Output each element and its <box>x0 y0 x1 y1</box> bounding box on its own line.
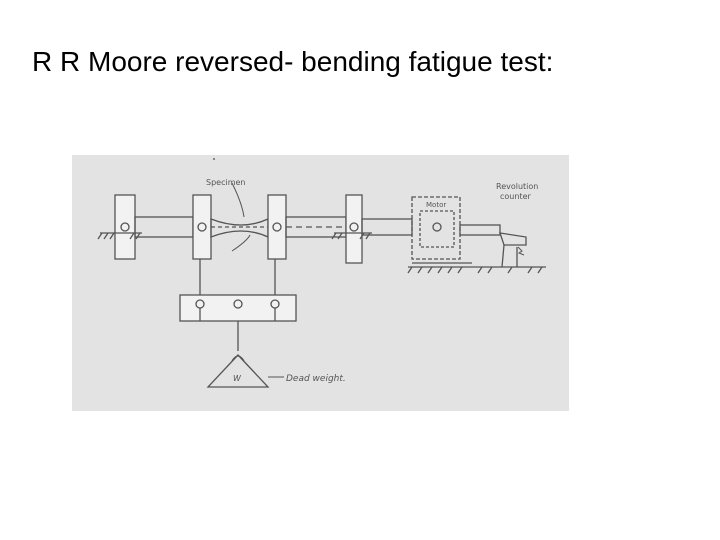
weight-symbol: W <box>233 374 242 383</box>
diagram-labels: Specimen Motor Revolution counter W Dead… <box>206 178 538 384</box>
dead-weight-label: Dead weight. <box>286 374 346 384</box>
fatigue-test-diagram: Specimen Motor Revolution counter W Dead… <box>72 155 569 411</box>
motor-label: Motor <box>426 201 446 209</box>
counter-label-line1: Revolution <box>496 182 538 191</box>
revolution-counter <box>499 232 527 246</box>
dead-weight <box>206 354 270 388</box>
counter-label-line2: counter <box>500 192 531 201</box>
specimen-label: Specimen <box>206 178 245 187</box>
diagram-drawing <box>97 158 546 388</box>
counter-shaft <box>459 224 501 236</box>
slide-title: R R Moore reversed- bending fatigue test… <box>32 46 554 77</box>
